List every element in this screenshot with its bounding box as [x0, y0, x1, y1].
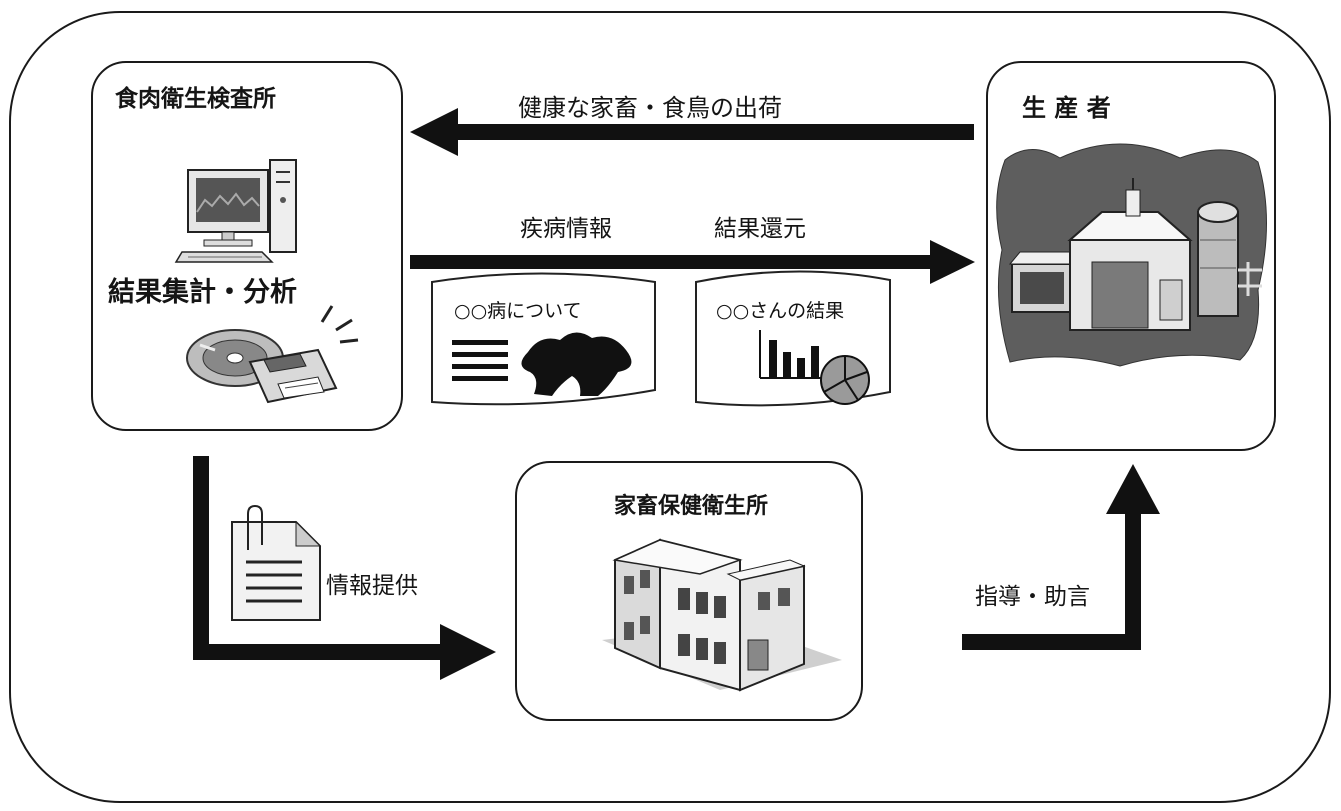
disk-icon [186, 305, 359, 404]
disease-document [431, 272, 656, 406]
guidance-arrow [962, 464, 1160, 650]
organ-silhouette [521, 332, 632, 396]
result-document [695, 270, 891, 407]
inspection-station-title: 食肉衛生検査所 [115, 86, 276, 112]
farm-icon [996, 143, 1267, 367]
shipment-label: 健康な家畜・食鳥の出荷 [518, 94, 782, 122]
office-building-icon [602, 538, 842, 692]
info-provision-label: 情報提供 [326, 573, 418, 599]
disease-document-title: ○○病について [454, 300, 582, 322]
feedback-arrow [410, 240, 975, 284]
clipped-document-icon [231, 504, 322, 621]
result-return-label: 結果還元 [714, 216, 806, 242]
guidance-label: 指導・助言 [975, 584, 1090, 610]
info-provision-arrow [193, 456, 496, 680]
computer-icon [174, 159, 297, 263]
result-document-title: ○○さんの結果 [716, 300, 845, 322]
livestock-hygiene-office-title: 家畜保健衛生所 [614, 494, 769, 519]
disease-info-label: 疾病情報 [520, 216, 612, 242]
producer-title: 生 産 者 [1022, 94, 1111, 122]
shipment-arrow [410, 108, 974, 156]
inspection-station-caption: 結果集計・分析 [108, 277, 297, 308]
